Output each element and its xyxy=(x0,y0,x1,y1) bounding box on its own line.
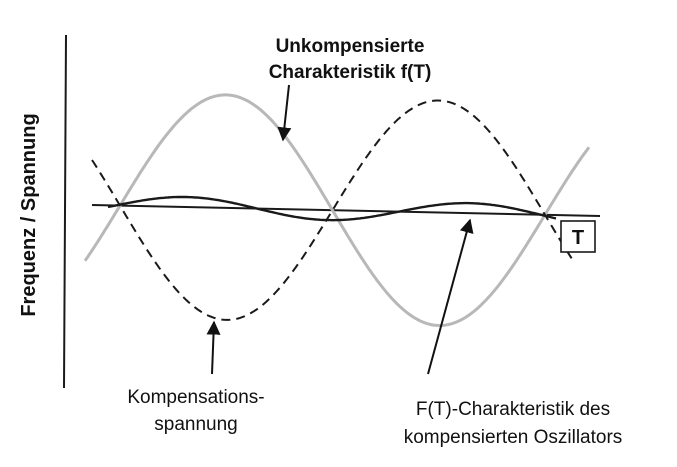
compensated-label-line-2: kompensierten Oszillators xyxy=(404,427,623,448)
vertical-axis xyxy=(63,34,67,389)
horizontal-axis xyxy=(91,204,601,217)
compensated-label-line-1: F(T)-Charakteristik des xyxy=(416,399,610,420)
arrow-compensation xyxy=(206,320,221,375)
arrow-compensated xyxy=(427,218,474,375)
t-label-box xyxy=(560,220,596,253)
y-axis-label: Frequenz / Spannung xyxy=(18,113,40,316)
compensation-label-line-2: spannung xyxy=(154,414,237,435)
uncompensated-curve xyxy=(83,93,591,327)
compensated-curve xyxy=(107,195,557,222)
uncompensated-label-line-2: Charakteristik f(T) xyxy=(269,62,432,83)
t-axis-label: T xyxy=(572,227,584,249)
compensation-label-line-1: Kompensations- xyxy=(127,387,264,408)
arrow-uncompensated xyxy=(277,84,292,142)
uncompensated-label-line-1: Unkompensierte xyxy=(276,36,425,57)
